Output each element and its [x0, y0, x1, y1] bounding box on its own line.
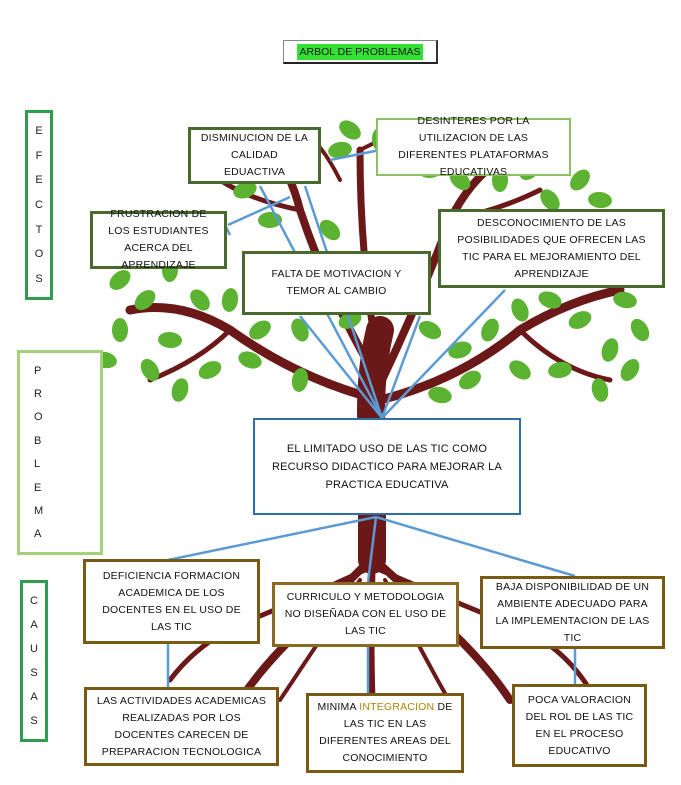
causas-letter: A	[30, 619, 38, 631]
tree-leaf	[588, 191, 612, 209]
problema-letter: O	[34, 411, 43, 424]
tree-leaf	[291, 318, 309, 342]
causas-letter: U	[30, 643, 38, 655]
problem-text: EL LIMITADO USO DE LAS TIC COMO RECURSO …	[271, 442, 503, 491]
connector-arrow	[375, 515, 576, 578]
cause-box-actividades: LAS ACTIVIDADES ACADEMICAS REALIZADAS PO…	[84, 687, 279, 766]
tree-leaf	[509, 360, 531, 380]
problema-letter: L	[34, 458, 41, 471]
cause-text: MINIMA INTEGRACION DE LAS TIC EN LAS DIF…	[317, 699, 453, 767]
connector-arrow	[366, 516, 378, 583]
tree-leaf	[238, 351, 262, 369]
tree-leaf	[319, 219, 341, 241]
cause-text: DEFICIENCIA FORMACION ACADEMICA DE LOS D…	[102, 569, 241, 633]
connector-arrow	[329, 148, 381, 162]
tree-branch	[147, 327, 233, 383]
diagram-title: ARBOL DE PROBLEMAS	[283, 40, 438, 64]
tree-leaf	[459, 370, 481, 390]
causas-letter: S	[30, 715, 38, 727]
tree-leaf	[511, 298, 529, 322]
tree-leaf	[538, 291, 562, 309]
cause-box-poca-valoracion: POCA VALORACION DEL ROL DE LAS TIC EN EL…	[512, 684, 647, 767]
tree-leaf	[339, 120, 361, 140]
cause-box-curriculo: CURRICULO Y METODOLOGIA NO DISEÑADA CON …	[272, 582, 459, 647]
tree-leaf	[568, 311, 592, 329]
tree-leaf	[190, 289, 210, 311]
causas-letter: S	[30, 667, 38, 679]
connector-arrow	[381, 289, 506, 419]
effect-box-desconocimiento: DESCONOCIMIENTO DE LAS POSIBILIDADES QUE…	[438, 209, 665, 288]
cause-text: POCA VALORACION DEL ROL DE LAS TIC EN EL…	[525, 693, 634, 757]
efectos-letter: E	[35, 125, 43, 138]
efectos-letter: T	[35, 223, 43, 236]
cause-box-deficiencia: DEFICIENCIA FORMACION ACADEMICA DE LOS D…	[83, 559, 260, 644]
effect-text: FRUSTRACION DE LOS ESTUDIANTES ACERCA DE…	[108, 208, 209, 271]
tree-leaf	[112, 318, 128, 342]
cause-text: LAS ACTIVIDADES ACADEMICAS REALIZADAS PO…	[96, 694, 267, 758]
tree-leaf	[428, 386, 452, 404]
effect-box-calidad: DISMINUCION DE LA CALIDAD EDUACTIVA	[188, 127, 321, 184]
connector-arrow	[227, 195, 291, 227]
effect-text: FALTA DE MOTIVACION Y TEMOR AL CAMBIO	[271, 268, 402, 297]
connector-arrow	[299, 315, 383, 419]
tree-leaf	[140, 358, 160, 382]
cause-text: CURRICULO Y METODOLOGIA NO DISEÑADA CON …	[284, 591, 447, 637]
tree-leaf	[613, 291, 637, 309]
tree-leaf	[448, 341, 472, 359]
tree-leaf	[601, 338, 619, 362]
tree-leaf	[620, 359, 640, 381]
connector-arrow	[380, 315, 422, 419]
tree-leaf	[418, 320, 442, 340]
tree-root	[371, 556, 514, 704]
tree-leaf	[630, 318, 650, 342]
efectos-letter: F	[35, 149, 43, 162]
efectos-letter: O	[34, 248, 44, 261]
tree-leaf	[198, 361, 222, 379]
problema-letter: E	[34, 481, 42, 494]
effect-text: DESINTERES POR LA UTILIZACION DE LAS DIF…	[398, 115, 549, 178]
tree-leaf	[109, 270, 131, 290]
tree-leaf	[291, 368, 309, 392]
problema-letter: A	[34, 528, 42, 541]
efectos-letter: C	[35, 198, 43, 211]
tree-leaf	[481, 318, 499, 342]
effect-box-frustracion: FRUSTRACION DE LOS ESTUDIANTES ACERCA DE…	[90, 208, 227, 271]
title-text: ARBOL DE PROBLEMAS	[296, 43, 424, 60]
tree-leaf	[540, 189, 560, 211]
tree-leaf	[158, 331, 182, 349]
tree-leaf	[249, 320, 271, 340]
effect-text: DESCONOCIMIENTO DE LAS POSIBILIDADES QUE…	[457, 216, 646, 280]
cause-text-post: DE LAS TIC EN LAS DIFERENTES AREAS DEL C…	[319, 701, 453, 764]
connector-arrow	[167, 515, 377, 562]
cause-box-baja-disponibilidad: BAJA DISPONIBILIDAD DE UN AMBIENTE ADECU…	[480, 576, 665, 649]
tree-leaf	[221, 288, 239, 312]
tree-leaf	[233, 181, 257, 199]
cause-text-highlight: INTEGRACION	[359, 701, 435, 713]
causas-letter: A	[30, 691, 38, 703]
problema-letter: P	[34, 364, 42, 377]
tree-leaf	[548, 361, 572, 379]
effect-box-desinteres: DESINTERES POR LA UTILIZACION DE LAS DIF…	[376, 115, 571, 178]
tree-leaf	[328, 141, 352, 159]
tree-leaf	[171, 378, 189, 402]
tree-leaf	[134, 289, 156, 311]
cause-box-minima-integracion: MINIMA INTEGRACION DE LAS TIC EN LAS DIF…	[306, 693, 464, 773]
central-problem-box: EL LIMITADO USO DE LAS TIC COMO RECURSO …	[253, 418, 521, 515]
cause-text: BAJA DISPONIBILIDAD DE UN AMBIENTE ADECU…	[495, 580, 650, 644]
problema-letter: B	[34, 434, 42, 447]
efectos-letter: E	[35, 174, 43, 187]
cause-text-pre: MINIMA	[317, 701, 360, 713]
tree-leaf	[570, 169, 590, 191]
effect-box-motivacion: FALTA DE MOTIVACION Y TEMOR AL CAMBIO	[242, 251, 431, 315]
problema-letter: R	[34, 388, 42, 401]
problema-letter: M	[34, 504, 44, 517]
causas-letter: C	[30, 595, 38, 607]
tree-leaf	[591, 378, 609, 402]
effect-text: DISMINUCION DE LA CALIDAD EDUACTIVA	[200, 132, 309, 178]
efectos-letter: S	[35, 272, 43, 285]
